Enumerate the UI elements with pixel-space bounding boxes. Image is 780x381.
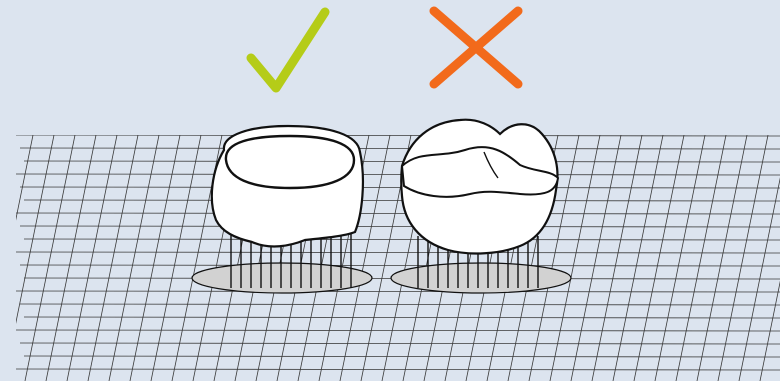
right-shadow bbox=[390, 262, 572, 294]
grid-line-diagonal bbox=[87, 135, 139, 381]
correct-example bbox=[210, 124, 364, 248]
grid-line-diagonal bbox=[612, 135, 664, 381]
grid-line-diagonal bbox=[16, 135, 55, 324]
grid-line-horizontal bbox=[23, 355, 780, 358]
grid-line-diagonal bbox=[654, 135, 706, 381]
grid-line-horizontal bbox=[23, 316, 780, 319]
grid-line-diagonal bbox=[66, 135, 118, 381]
grid-line-horizontal bbox=[16, 251, 780, 254]
grid-line-horizontal bbox=[16, 368, 780, 371]
grid-line-horizontal bbox=[16, 173, 780, 176]
grid-line-horizontal bbox=[16, 290, 780, 293]
grid-line-diagonal bbox=[570, 135, 622, 381]
grid-line-diagonal bbox=[150, 135, 202, 381]
grid-line-diagonal bbox=[738, 177, 780, 381]
cross-mark-icon bbox=[429, 6, 523, 89]
grid-line-diagonal bbox=[45, 135, 97, 381]
grid-line-diagonal bbox=[108, 135, 160, 381]
grid-line-diagonal bbox=[16, 135, 34, 221]
grid-line-horizontal bbox=[19, 147, 780, 150]
grid-line-horizontal bbox=[19, 225, 780, 228]
incorrect-example bbox=[400, 118, 560, 255]
check-mark-icon bbox=[246, 7, 330, 93]
grid-line-horizontal bbox=[16, 329, 780, 332]
build-plate-grid bbox=[16, 135, 780, 381]
grid-line-diagonal bbox=[675, 135, 727, 381]
incorrect-shell-crease bbox=[483, 151, 499, 179]
grid-line-diagonal bbox=[24, 135, 76, 381]
grid-line-diagonal bbox=[717, 135, 769, 381]
grid-line-diagonal bbox=[129, 135, 181, 381]
left-shadow bbox=[191, 262, 373, 294]
grid-line-horizontal bbox=[23, 160, 780, 163]
grid-line-diagonal bbox=[696, 135, 748, 381]
grid-line-diagonal bbox=[759, 280, 780, 381]
correct-shell-opening bbox=[224, 134, 356, 190]
grid-line-diagonal bbox=[339, 135, 391, 381]
grid-line-horizontal bbox=[19, 264, 780, 267]
grid-line-horizontal bbox=[19, 342, 780, 345]
grid-line-horizontal bbox=[19, 303, 780, 306]
grid-line-horizontal bbox=[23, 238, 780, 241]
grid-line-diagonal bbox=[633, 135, 685, 381]
incorrect-shell-lip bbox=[400, 146, 560, 198]
grid-line-horizontal bbox=[16, 135, 780, 137]
grid-line-diagonal bbox=[549, 135, 601, 381]
grid-line-diagonal bbox=[591, 135, 643, 381]
grid-line-diagonal bbox=[528, 135, 580, 381]
